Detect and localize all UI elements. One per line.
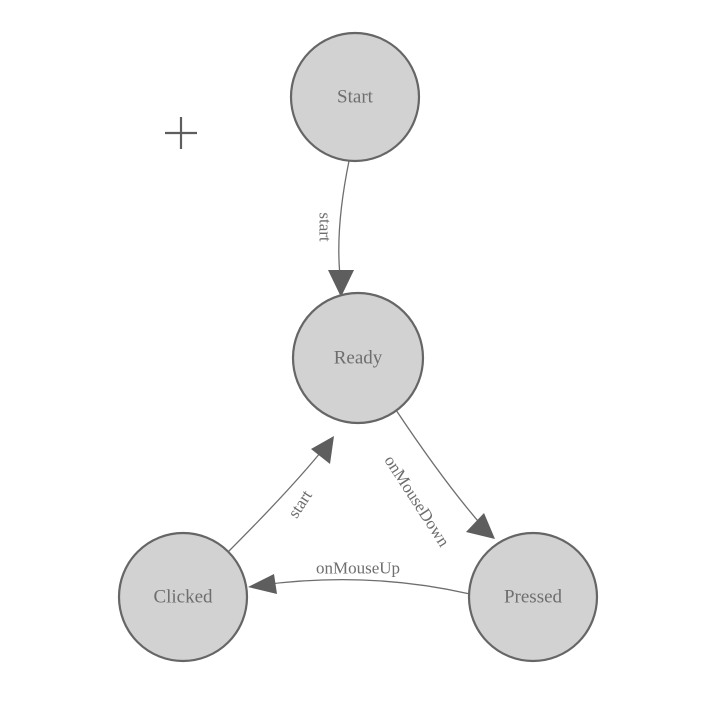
edge-label-ready-to-pressed: onMouseDown <box>380 452 453 551</box>
edge-label-clicked-to-ready: start <box>284 486 316 521</box>
node-label: Ready <box>334 348 383 369</box>
edge-label-pressed-to-clicked: onMouseUp <box>316 559 400 578</box>
node-clicked[interactable]: Clicked <box>117 531 249 663</box>
edge-pressed-to-clicked[interactable]: onMouseUp <box>248 559 471 595</box>
edge-line[interactable] <box>261 579 471 595</box>
node-label: Pressed <box>504 587 563 608</box>
node-circle[interactable] <box>467 531 599 663</box>
node-pressed[interactable]: Pressed <box>467 531 599 663</box>
crosshair-marker <box>165 117 197 149</box>
node-start[interactable]: Start <box>289 31 421 163</box>
node-circle[interactable] <box>117 531 249 663</box>
edge-ready-to-pressed[interactable]: onMouseDown <box>380 409 495 551</box>
edge-label-start-to-ready: start <box>316 212 335 242</box>
edge-line[interactable] <box>227 446 326 553</box>
node-label: Start <box>337 87 374 108</box>
nodes-layer: Start Ready Clicked Pressed <box>117 31 599 663</box>
edge-line[interactable] <box>395 409 485 529</box>
arrowhead-icon <box>466 513 495 539</box>
edge-clicked-to-ready[interactable]: start <box>227 436 334 553</box>
node-circle[interactable] <box>291 291 425 425</box>
node-circle[interactable] <box>289 31 421 163</box>
node-ready[interactable]: Ready <box>291 291 425 425</box>
edge-start-to-ready[interactable]: start <box>316 160 355 297</box>
arrowhead-icon <box>248 574 277 594</box>
edge-line[interactable] <box>338 160 350 285</box>
node-label: Clicked <box>153 587 213 608</box>
arrowhead-icon <box>328 270 354 297</box>
arrowhead-icon <box>311 436 334 464</box>
